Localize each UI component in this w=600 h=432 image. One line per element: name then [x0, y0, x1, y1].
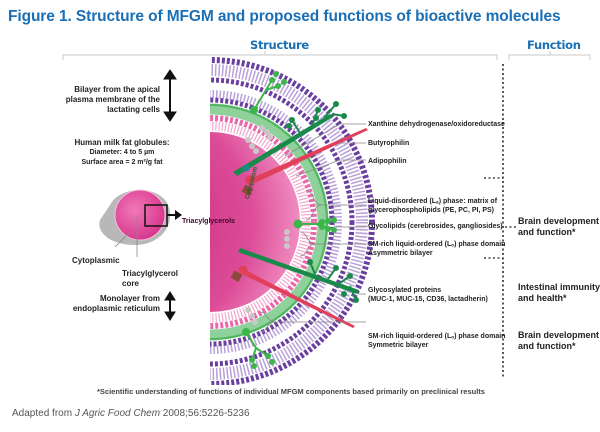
leader-lines	[259, 123, 366, 333]
structure-header: Structure	[250, 38, 309, 52]
small-globule	[99, 189, 182, 257]
lower-red-dot	[238, 265, 248, 275]
citation: Adapted from J Agric Food Chem 2008;56:5…	[12, 408, 250, 419]
function-brain-2: Brain development and function*	[518, 330, 600, 351]
triacylglycerols-label: Triacylglycerols	[182, 218, 235, 225]
glycosylated-label: Glycosylated proteins (MUC-1, MUC-15, CD…	[368, 287, 488, 303]
bilayer-double-arrow	[163, 69, 177, 122]
function-header: Function	[527, 38, 581, 52]
sm-domain-top	[245, 125, 273, 154]
glycosylated-protein	[238, 248, 359, 294]
monolayer-double-arrow	[164, 291, 176, 321]
globules-label: Human milk fat globules: Diameter: 4 to …	[74, 138, 170, 166]
sm-asymmetric-label: SM-rich liquid-ordered (Lₒ) phase domain…	[368, 241, 506, 257]
glycolipid-glycan	[293, 217, 337, 233]
core-label: Triacylglycerol core	[122, 269, 179, 288]
sm-symmetric-label: SM-rich liquid-ordered (Lₒ) phase domain…	[368, 333, 506, 349]
glycolipids-label: Glycolipids (cerebrosides, gangliosides)	[368, 223, 503, 230]
butyrophilin-label: Butyrophilin	[368, 140, 410, 147]
footnote: *Scientific understanding of functions o…	[97, 387, 485, 396]
sm-domain-bottom	[245, 307, 258, 325]
cytoplasmic-label: Cytoplasmic	[72, 256, 120, 265]
function-intestinal: Intestinal immunity and health*	[518, 282, 600, 303]
lower-red-protein	[242, 270, 355, 328]
structure-bracket	[62, 51, 498, 60]
bottom-glycan	[242, 328, 275, 369]
brown-protein	[241, 184, 254, 196]
teal-dot	[242, 164, 250, 172]
butyrophilin-protein	[252, 128, 368, 183]
sm-domain-mid	[284, 229, 290, 249]
adipophilin-dot	[245, 175, 255, 185]
adipophilin-label: Adipophilin	[368, 158, 407, 165]
lower-brown-protein	[230, 270, 243, 282]
xanthine-protein	[233, 114, 333, 176]
bilayer-label: Bilayer from the apical plasma membrane …	[65, 85, 160, 114]
liquid-disordered-label: Liquid-disordered (Lₐ) phase: matrix of …	[368, 198, 498, 214]
monolayer-label: Monolayer from endoplasmic reticulum	[72, 294, 160, 313]
function-brain-1: Brain development and function*	[518, 216, 600, 237]
top-glycan	[250, 71, 287, 114]
function-bracket	[508, 51, 591, 60]
glycosylated-glycans	[307, 259, 359, 303]
zoom-arrow	[175, 210, 182, 220]
xanthine-glycans	[286, 101, 347, 134]
xanthine-label: Xanthine dehydrogenase/oxidoreductase	[368, 121, 505, 128]
figure-title: Figure 1. Structure of MFGM and proposed…	[8, 8, 561, 25]
